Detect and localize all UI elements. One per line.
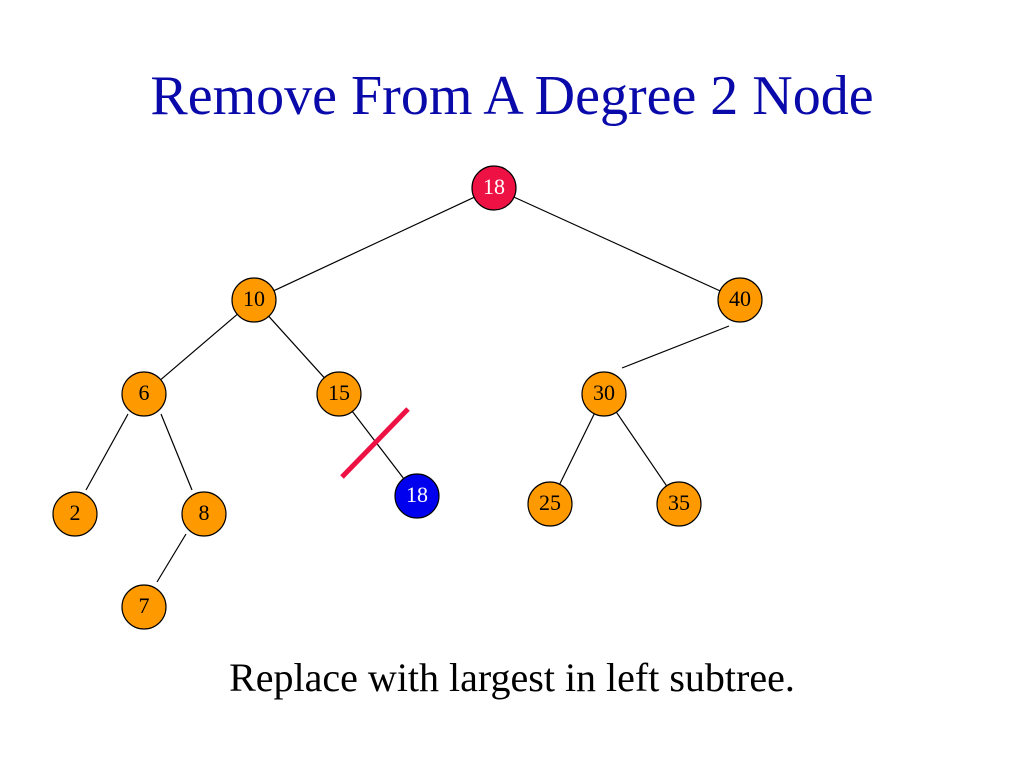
node-circle [181,491,227,537]
tree-node-n25: 25 [527,481,573,527]
edge-n18-n10 [273,196,475,292]
node-label: 2 [70,500,81,525]
cut-mark-layer [340,407,410,479]
tree-node-n10: 10 [231,277,277,323]
node-label: 18 [406,482,428,507]
slide-title: Remove From A Degree 2 Node [150,65,874,127]
edge-n40-n30 [621,325,730,369]
tree-node-n18: 18 [471,165,517,211]
edge-n10-n6 [160,313,238,381]
node-label: 6 [139,380,150,405]
node-label: 30 [593,380,615,405]
edge-n30-n35 [615,411,668,487]
node-circle [581,371,627,417]
node-label: 25 [539,490,561,515]
node-circle [717,277,763,323]
node-circle [52,491,98,537]
edge-n10-n15 [268,315,325,379]
node-label: 15 [328,380,350,405]
edge-n18-n40 [513,196,721,292]
node-label: 7 [139,593,150,618]
tree-node-n35: 35 [656,481,702,527]
node-label: 10 [243,286,265,311]
tree-node-n6: 6 [121,371,167,417]
tree-node-n8: 8 [181,491,227,537]
node-circle [316,371,362,417]
node-circle [527,481,573,527]
node-label: 35 [668,490,690,515]
edge-n6-n2 [85,413,129,491]
tree-node-n15: 15 [316,371,362,417]
edge-n6-n8 [160,413,193,491]
node-circle [471,165,517,211]
node-circle [121,371,167,417]
tree-node-n40: 40 [717,277,763,323]
edge-n30-n25 [559,413,595,485]
edge-n8-n7 [156,533,187,583]
tree-node-n2: 2 [52,491,98,537]
node-label: 18 [483,174,505,199]
edge-n15-n18b [351,411,405,479]
node-circle [656,481,702,527]
tree-node-n18b: 18 [394,473,440,519]
node-circle [231,277,277,323]
node-circle [121,584,167,630]
tree-node-n7: 7 [121,584,167,630]
tree-node-n30: 30 [581,371,627,417]
node-label: 40 [729,286,751,311]
cut-mark [340,407,410,479]
slide-caption: Replace with largest in left subtree. [229,655,795,700]
tree-nodes: 18 10 40 6 15 30 2 8 18 25 35 7 [52,165,763,630]
node-label: 8 [199,500,210,525]
tree-edges [85,196,730,583]
node-circle [394,473,440,519]
